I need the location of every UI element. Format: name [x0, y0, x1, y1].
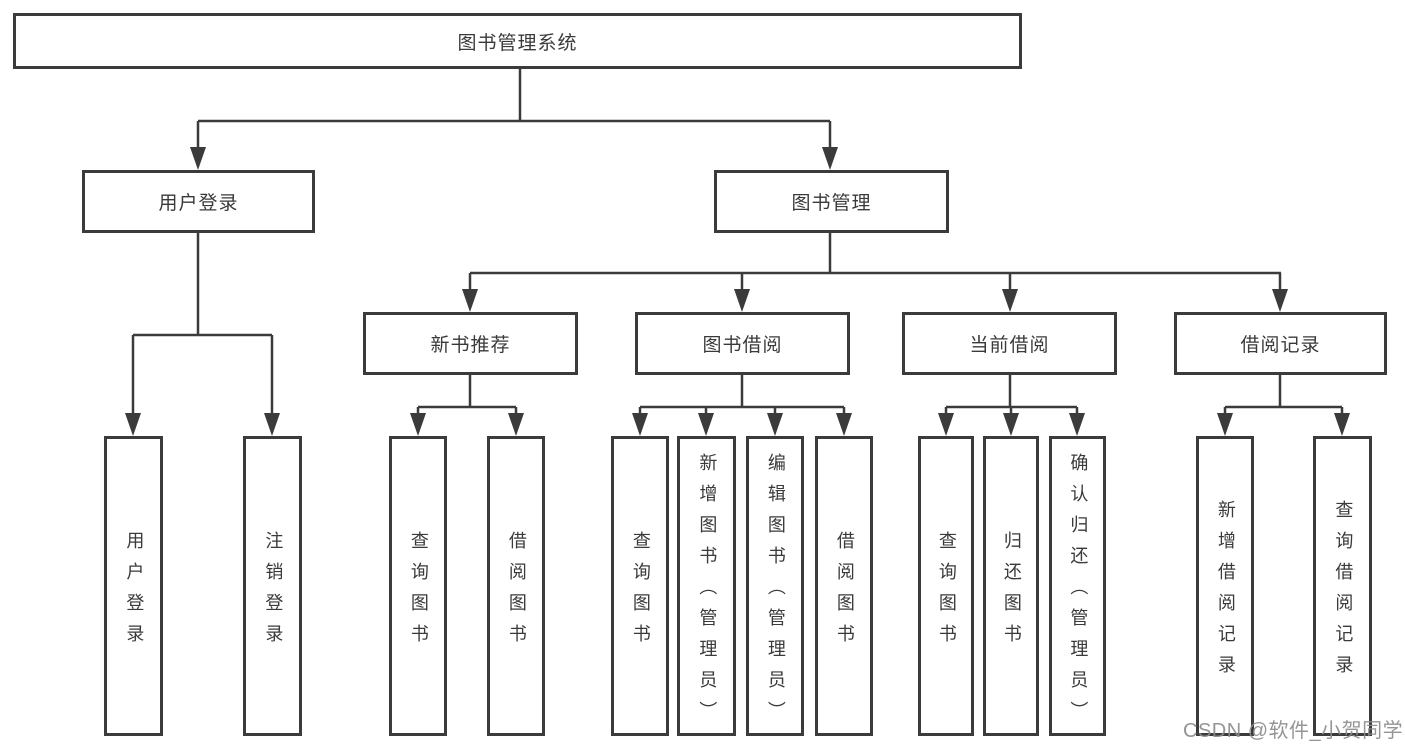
- leaf-add-borrow-record-label: 新增借阅记录: [1215, 499, 1236, 686]
- node-book-management-label: 图书管理: [791, 193, 872, 214]
- node-system-root-label: 图书管理系统: [457, 32, 578, 54]
- leaf-add-book-admin: 新增图书（管理员）: [677, 436, 736, 736]
- leaf-query-books-recommend: 查询图书: [389, 436, 447, 736]
- leaf-query-books-recommend-label: 查询图书: [408, 530, 429, 655]
- leaf-query-books-current: 查询图书: [918, 436, 974, 736]
- node-book-borrowing: 图书借阅: [635, 312, 850, 375]
- leaf-query-books-borrowing-label: 查询图书: [630, 530, 651, 655]
- leaf-confirm-return-admin: 确认归还（管理员）: [1049, 436, 1106, 736]
- csdn-watermark: CSDN @软件_小贺同学: [1183, 720, 1404, 742]
- leaf-query-borrow-record-label: 查询借阅记录: [1333, 499, 1354, 686]
- leaf-user-login: 用户登录: [104, 436, 163, 736]
- node-book-borrowing-label: 图书借阅: [702, 335, 783, 356]
- node-user-login: 用户登录: [82, 170, 315, 233]
- leaf-user-login-label: 用户登录: [124, 530, 145, 655]
- node-book-management: 图书管理: [714, 170, 949, 233]
- leaf-borrow-books-borrowing: 借阅图书: [815, 436, 873, 736]
- node-new-book-recommendation-label: 新书推荐: [430, 335, 511, 356]
- leaf-query-borrow-record: 查询借阅记录: [1313, 436, 1372, 736]
- leaf-query-books-current-label: 查询图书: [936, 530, 957, 655]
- node-new-book-recommendation: 新书推荐: [363, 312, 578, 375]
- leaf-return-books-label: 归还图书: [1001, 530, 1022, 655]
- leaf-edit-book-admin-label: 编辑图书（管理员）: [765, 453, 786, 732]
- leaf-return-books: 归还图书: [983, 436, 1039, 736]
- arrowhead-icons: [125, 147, 1350, 436]
- leaf-add-book-admin-label: 新增图书（管理员）: [697, 453, 718, 732]
- node-current-borrowing-label: 当前借阅: [969, 335, 1050, 356]
- node-user-login-label: 用户登录: [158, 193, 239, 214]
- leaf-logout: 注销登录: [243, 436, 302, 736]
- leaf-logout-label: 注销登录: [263, 530, 284, 655]
- leaf-edit-book-admin: 编辑图书（管理员）: [746, 436, 804, 736]
- leaf-add-borrow-record: 新增借阅记录: [1196, 436, 1254, 736]
- leaf-confirm-return-admin-label: 确认归还（管理员）: [1068, 453, 1089, 732]
- node-borrowing-records-label: 借阅记录: [1240, 335, 1321, 356]
- leaf-borrow-books-recommend-label: 借阅图书: [506, 530, 527, 655]
- node-current-borrowing: 当前借阅: [902, 312, 1117, 375]
- node-borrowing-records: 借阅记录: [1174, 312, 1387, 375]
- leaf-borrow-books-recommend: 借阅图书: [487, 436, 545, 736]
- leaf-borrow-books-borrowing-label: 借阅图书: [834, 530, 855, 655]
- leaf-query-books-borrowing: 查询图书: [611, 436, 669, 736]
- connector-lines: [131, 69, 1344, 414]
- node-system-root: 图书管理系统: [13, 13, 1022, 69]
